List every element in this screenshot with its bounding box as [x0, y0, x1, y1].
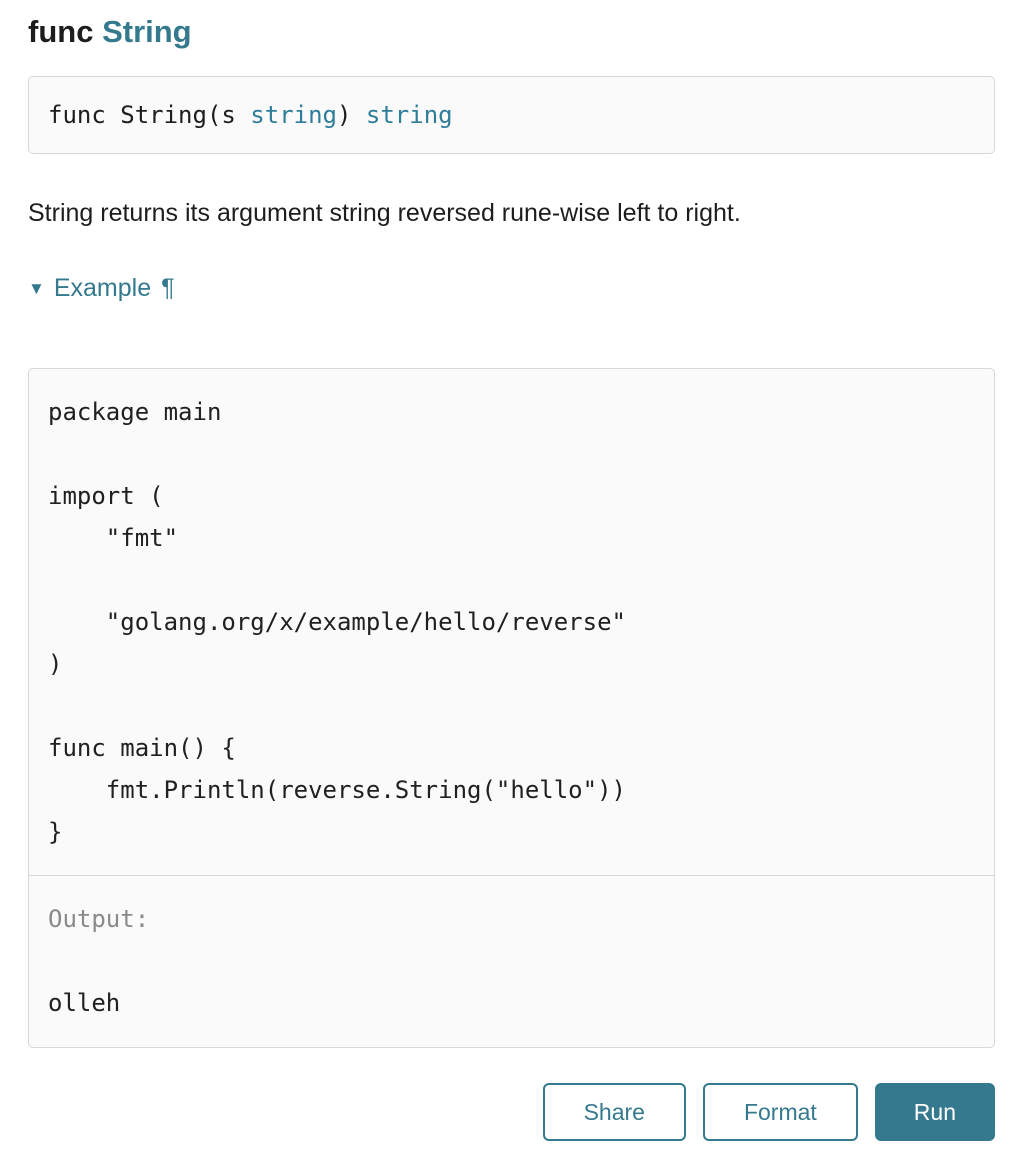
example-output: Output: olleh	[29, 876, 994, 1047]
example-toggle[interactable]: ▼ Example ¶	[28, 273, 995, 304]
func-name-link[interactable]: String	[102, 14, 192, 49]
example-playground: package main import ( "fmt" "golang.org/…	[28, 368, 995, 1048]
param-type-link[interactable]: string	[250, 101, 337, 129]
example-code-editor[interactable]: package main import ( "fmt" "golang.org/…	[29, 369, 994, 876]
output-value: olleh	[48, 989, 121, 1017]
run-button[interactable]: Run	[874, 1083, 995, 1141]
example-toggle-label: Example	[53, 274, 152, 302]
return-type-link[interactable]: string	[365, 101, 453, 129]
format-button[interactable]: Format	[702, 1083, 858, 1141]
signature-box: func String(s string) string	[28, 76, 995, 154]
page-title: func String	[28, 14, 995, 50]
doc-section: func String func String(s string) string…	[28, 14, 995, 1141]
signature-text: )	[337, 101, 366, 129]
output-label: Output:	[48, 905, 150, 933]
share-button[interactable]: Share	[542, 1083, 686, 1141]
func-keyword: func	[28, 14, 103, 49]
anchor-pilcrow-link[interactable]: ¶	[161, 274, 175, 302]
signature-code: func String(s string) string	[48, 102, 975, 128]
triangle-down-icon: ▼	[28, 279, 45, 298]
signature-text: func String(s	[48, 101, 251, 129]
description-text: String returns its argument string rever…	[28, 199, 741, 227]
playground-button-row: Share Format Run	[28, 1083, 995, 1141]
